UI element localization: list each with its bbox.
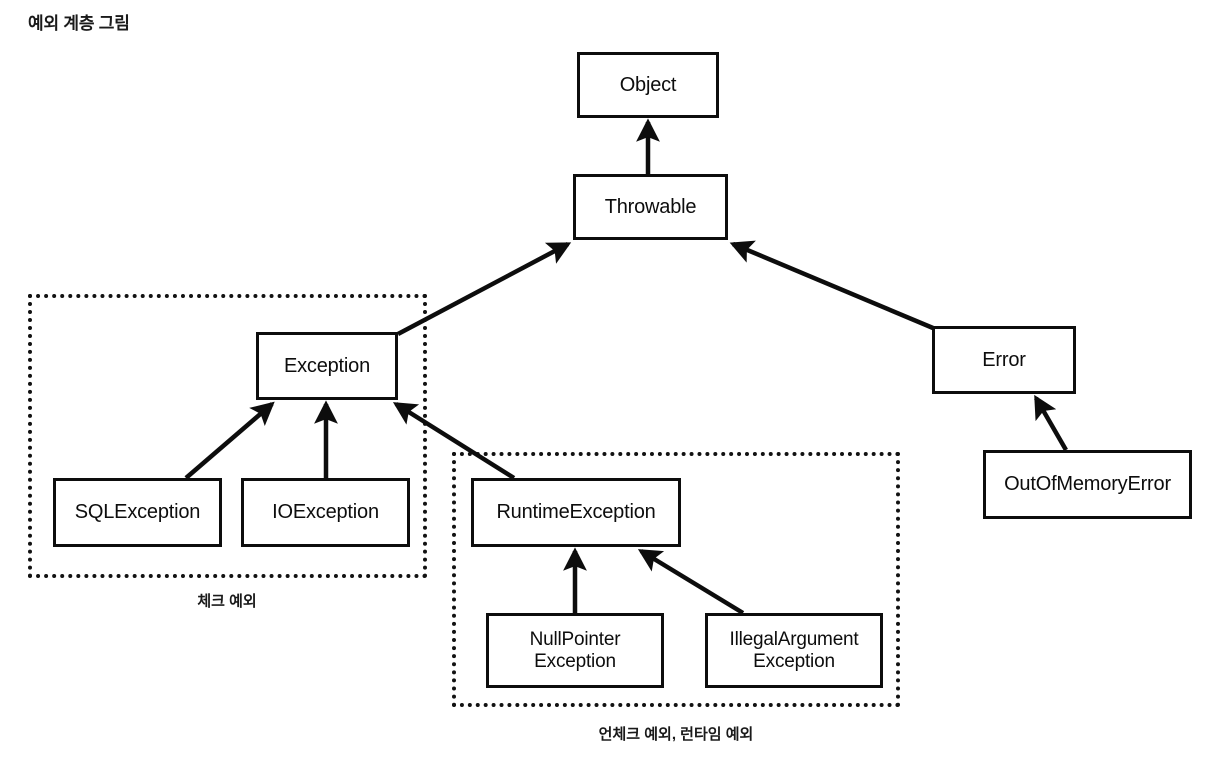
edge-error-throwable xyxy=(729,240,934,331)
class-node-nullpointer: NullPointer Exception xyxy=(486,613,664,688)
class-node-runtimeexception: RuntimeException xyxy=(471,478,681,547)
group-label-unchecked: 언체크 예외, 런타임 예외 xyxy=(598,726,754,743)
group-box-unchecked xyxy=(452,452,900,707)
class-node-ioexception: IOException xyxy=(241,478,410,547)
class-node-exception: Exception xyxy=(256,332,398,400)
group-label-checked: 체크 예외 xyxy=(197,593,257,610)
edge-outofmemory-error xyxy=(1034,394,1068,452)
class-node-outofmemoryerror: OutOfMemoryError xyxy=(983,450,1192,519)
class-node-error: Error xyxy=(932,326,1076,394)
class-node-throwable: Throwable xyxy=(573,174,728,240)
class-node-sqlexception: SQLException xyxy=(53,478,222,547)
class-node-object: Object xyxy=(577,52,719,118)
class-node-illegalargument: IllegalArgument Exception xyxy=(705,613,883,688)
page-title: 예외 계층 그림 xyxy=(28,14,130,33)
